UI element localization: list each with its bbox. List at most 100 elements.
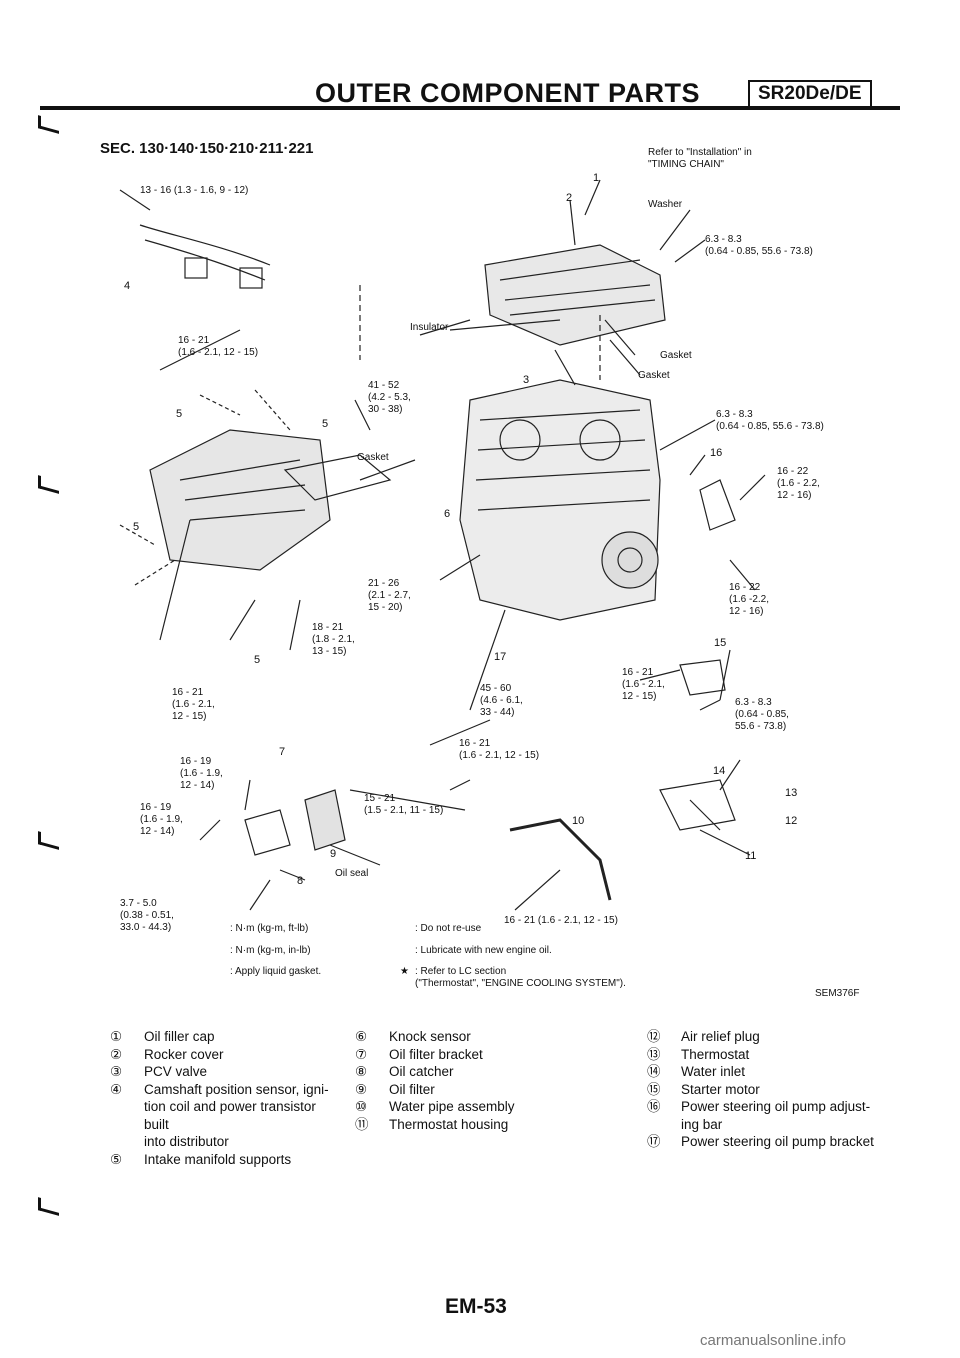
parts-list-number: ③: [110, 1064, 123, 1079]
torque-callout: 15 - 21 (1.5 - 2.1, 11 - 15): [364, 793, 444, 816]
part-marker: 1: [593, 172, 600, 184]
legend-inlb: : N·m (kg-m, in-lb): [230, 945, 311, 956]
engine-exploded-diagram: [119, 179, 766, 911]
parts-list-name: Oil filler cap: [144, 1029, 215, 1044]
parts-list-name: Water inlet: [681, 1064, 746, 1079]
section-code: SEC. 130·140·150·210·211·221: [100, 140, 314, 157]
parts-list-name: Water pipe assembly: [389, 1099, 515, 1114]
parts-list-name: Power steering oil pump bracket: [681, 1134, 874, 1149]
parts-list-item: ① Oil filler cap: [110, 1028, 340, 1046]
part-marker: 11: [745, 850, 757, 862]
torque-callout: 45 - 60 (4.6 - 6.1, 33 - 44): [480, 683, 523, 718]
torque-callout: 16 - 19 (1.6 - 1.9, 12 - 14): [180, 756, 223, 791]
parts-list-number: ⑨: [355, 1081, 368, 1097]
gasket-label: Gasket: [638, 370, 670, 381]
parts-list-item: ⑯ Power steering oil pump adjust- ing bar: [647, 1098, 907, 1133]
part-marker: 5: [176, 408, 183, 420]
parts-list-item: ⑩ Water pipe assembly: [355, 1098, 605, 1116]
torque-callout: 6.3 - 8.3 (0.64 - 0.85, 55.6 - 73.8): [705, 234, 813, 257]
parts-list-number: ⑧: [355, 1064, 368, 1079]
parts-list-name: Thermostat housing: [389, 1116, 509, 1132]
parts-list-name: Oil filter bracket: [389, 1046, 483, 1062]
parts-list-number: ②: [110, 1046, 123, 1062]
torque-callout: Refer to "Installation" in "TIMING CHAIN…: [648, 147, 752, 170]
parts-list-item: ⑮ Starter motor: [647, 1081, 907, 1099]
parts-list-number: ⑤: [110, 1151, 123, 1167]
gasket-label: Gasket: [660, 350, 692, 361]
part-marker: 5: [322, 418, 329, 430]
torque-callout: 18 - 21 (1.8 - 2.1, 13 - 15): [312, 622, 355, 657]
torque-callout: 3.7 - 5.0 (0.38 - 0.51, 33.0 - 44.3): [120, 898, 174, 933]
parts-list-item: ⑨ Oil filter: [355, 1081, 605, 1099]
parts-list-number: ⑬: [647, 1046, 661, 1062]
torque-callout: 16 - 21 (1.6 - 2.1, 12 - 15): [459, 738, 540, 761]
part-marker: 13: [785, 787, 798, 799]
page-number: EM-53: [445, 1295, 507, 1318]
parts-list-name: Camshaft position sensor, igni- tion coi…: [144, 1081, 329, 1150]
insulator-label: Insulator: [410, 322, 449, 333]
parts-list-number: ⑫: [647, 1029, 661, 1044]
corner-mark: [38, 1197, 59, 1216]
intake-gasket-shape: [283, 454, 392, 501]
legend-lubricate: : Lubricate with new engine oil.: [415, 945, 552, 956]
torque-callout: 16 - 22 (1.6 -2.2, 12 - 16): [729, 582, 770, 617]
title-rule: [40, 106, 900, 110]
part-marker: 6: [444, 508, 451, 520]
rocker-cover-shape: [484, 244, 666, 346]
parts-list-name: Rocker cover: [144, 1046, 224, 1062]
torque-callout: 16 - 21 (1.6 - 2.1, 12 - 15): [504, 915, 618, 926]
parts-list-item: ⑦ Oil filter bracket: [355, 1046, 605, 1064]
torque-callout: 6.3 - 8.3 (0.64 - 0.85, 55.6 - 73.8): [716, 409, 824, 432]
parts-list-number: ⑮: [647, 1081, 661, 1097]
part-marker: 8: [297, 875, 304, 887]
starter-motor-shape: [679, 659, 726, 696]
part-marker: 7: [279, 746, 286, 758]
parts-list-name: Air relief plug: [681, 1029, 760, 1044]
part-marker: 17: [494, 651, 507, 663]
part-marker: 12: [785, 815, 798, 827]
parts-list-number: ⑯: [647, 1099, 661, 1114]
parts-list-name: Power steering oil pump adjust- ing bar: [681, 1099, 871, 1132]
parts-list-item: ⑫ Air relief plug: [647, 1028, 907, 1046]
parts-list-item: ⑪ Thermostat housing: [355, 1116, 605, 1134]
parts-list-number: ⑪: [355, 1116, 369, 1132]
legend-do-not-reuse: : Do not re-use: [415, 923, 482, 934]
coil-shape: [184, 257, 208, 279]
part-marker: 10: [572, 815, 585, 827]
part-marker: 5: [133, 521, 140, 533]
legend-gasket: : Apply liquid gasket.: [230, 966, 322, 977]
torque-callout: 16 - 21 (1.6 - 2.1, 12 - 15): [178, 335, 259, 358]
parts-list-number: ①: [110, 1029, 123, 1044]
parts-list-number: ⑭: [647, 1064, 661, 1079]
torque-callout: 13 - 16 (1.3 - 1.6, 9 - 12): [140, 185, 249, 196]
parts-list-item: ⑭ Water inlet: [647, 1063, 907, 1081]
parts-list-name: PCV valve: [144, 1064, 208, 1079]
torque-callout: 16 - 21 (1.6 - 2.1, 12 - 15): [172, 687, 215, 722]
thermostat-housing-shape: [659, 779, 736, 831]
part-marker: 4: [124, 280, 131, 292]
watermark: carmanualsonline.info: [700, 1332, 846, 1349]
oil-filter-shape: [304, 789, 346, 851]
water-pipe-shape: [509, 818, 612, 901]
oil-seal-label: Oil seal: [335, 868, 369, 879]
torque-callout: 41 - 52 (4.2 - 5.3, 30 - 38): [368, 380, 411, 415]
parts-list-number: ⑥: [355, 1029, 368, 1044]
parts-list-name: Starter motor: [681, 1081, 760, 1097]
parts-list-number: ⑩: [355, 1099, 368, 1114]
parts-list-number: ⑦: [355, 1046, 368, 1062]
part-marker: 14: [713, 765, 726, 777]
crank-pulley-shape: [601, 531, 659, 589]
part-marker: 16: [710, 447, 723, 459]
part-marker: 2: [566, 192, 573, 204]
parts-list-name: Oil filter: [389, 1081, 435, 1097]
page-title: OUTER COMPONENT PARTS: [315, 78, 701, 108]
legend-star-icon: ★: [400, 966, 409, 977]
